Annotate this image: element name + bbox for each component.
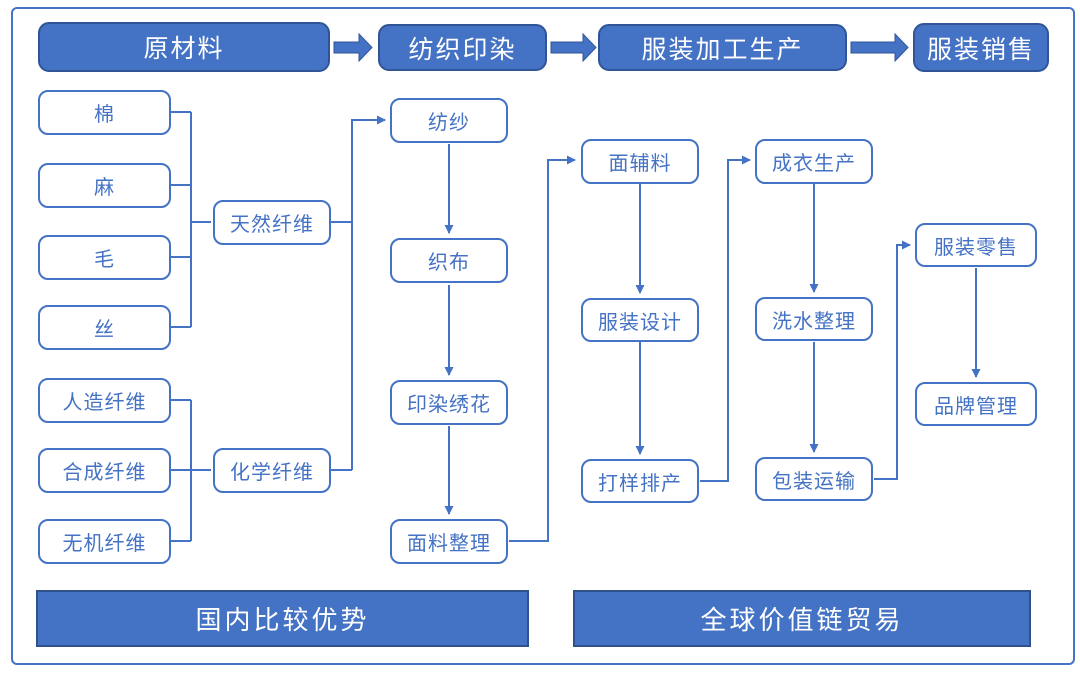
node-natural-fiber: 天然纤维 [213,200,331,245]
node-silk: 丝 [38,305,171,350]
stage-garment-sales: 服装销售 [913,23,1049,72]
node-weaving: 织布 [390,238,508,283]
node-brand-management: 品牌管理 [915,382,1037,426]
node-manmade-fiber: 人造纤维 [38,378,171,423]
node-washing-finishing: 洗水整理 [755,297,873,341]
node-garment-design: 服装设计 [581,298,699,342]
banner-gvc-trade: 全球价值链贸易 [573,590,1031,647]
node-synthetic-fiber: 合成纤维 [38,448,171,493]
node-chemical-fiber: 化学纤维 [213,448,331,493]
node-fabric-accessories: 面辅料 [581,139,699,184]
banner-domestic-advantage: 国内比较优势 [36,590,529,647]
stage-textile-dyeing: 纺织印染 [378,24,547,71]
node-hemp: 麻 [38,163,171,208]
node-wool: 毛 [38,235,171,280]
node-packing-transport: 包装运输 [755,457,873,501]
node-cotton: 棉 [38,90,171,135]
stage-raw-materials: 原材料 [38,22,330,72]
diagram-border [11,7,1075,665]
node-spinning: 纺纱 [390,98,508,143]
node-garment-production: 成衣生产 [755,139,873,184]
node-dye-embroidery: 印染绣花 [390,380,508,425]
stage-garment-processing: 服装加工生产 [598,24,847,71]
node-sampling-scheduling: 打样排产 [581,459,699,503]
node-fabric-finishing: 面料整理 [390,519,508,564]
node-garment-retail: 服装零售 [915,223,1037,267]
node-inorganic-fiber: 无机纤维 [38,519,171,564]
